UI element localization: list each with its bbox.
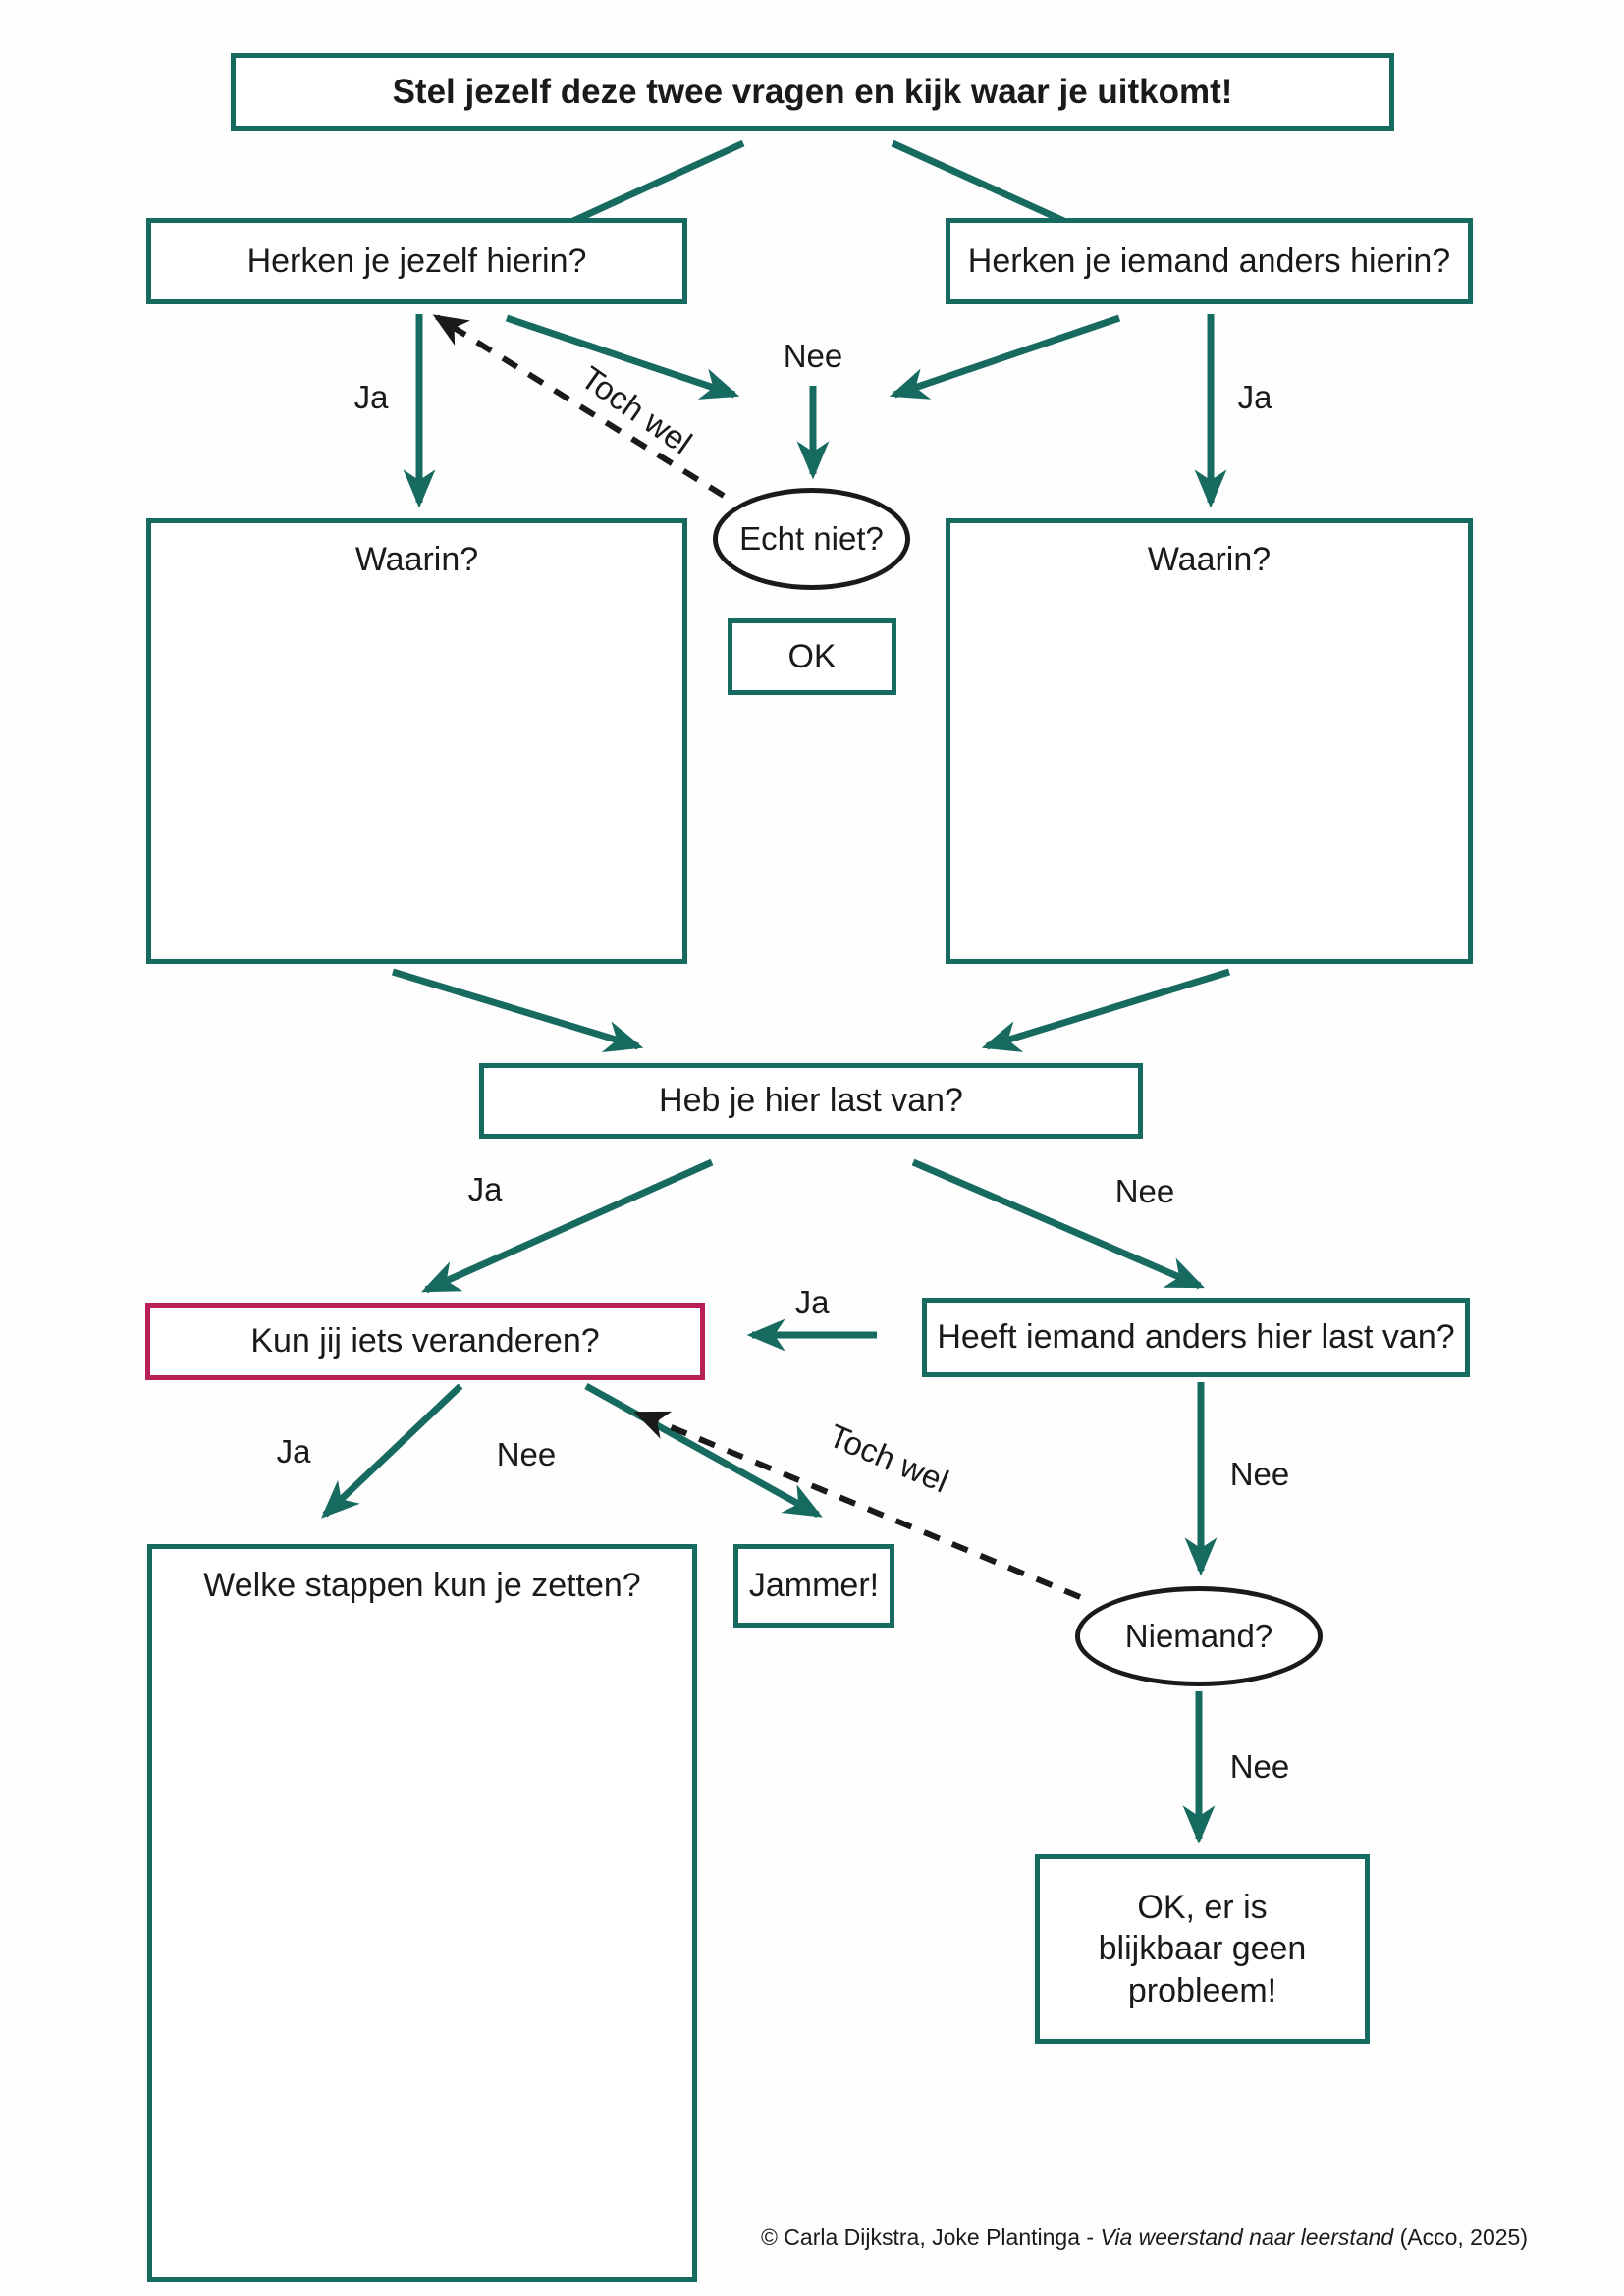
arrow-other-to-nee — [889, 314, 1121, 400]
label-ja-right-top: Ja — [1237, 379, 1272, 415]
label-toch-wel-top: Toch wel — [574, 358, 699, 461]
niemand-ellipse: Niemand? — [1075, 1586, 1323, 1686]
geen-probleem-box: OK, er is blijkbaar geen probleem! — [1035, 1854, 1370, 2044]
jammer-box: Jammer! — [733, 1544, 894, 1628]
label-ja-left-top: Ja — [353, 379, 389, 415]
ok-text: OK — [787, 637, 837, 675]
stappen-text: Welke stappen kun je zetten? — [203, 1567, 641, 1604]
label-nee-right-2: Nee — [1229, 1748, 1290, 1785]
stappen-box: Welke stappen kun je zetten? — [147, 1544, 697, 2282]
question-other-box: Herken je iemand anders hierin? — [946, 218, 1473, 304]
arrow-tochwel-to-self — [432, 314, 726, 499]
label-nee-mid-right: Nee — [1114, 1173, 1175, 1209]
arrow-waarinleft-to-last — [391, 968, 644, 1052]
jammer-text: Jammer! — [748, 1567, 880, 1605]
waarin-right-box: Waarin? — [946, 518, 1473, 964]
last-van-text: Heb je hier last van? — [659, 1082, 963, 1120]
title-box: Stel jezelf deze twee vragen en kijk waa… — [231, 53, 1394, 131]
arrow-veranderen-ja-to-stappen — [321, 1383, 463, 1519]
waarin-left-box: Waarin? — [146, 518, 687, 964]
geen-probleem-line2: blijkbaar geen — [1098, 1930, 1307, 1968]
ander-last-text: Heeft iemand anders hier last van? — [937, 1318, 1455, 1357]
label-nee-top: Nee — [783, 338, 843, 374]
label-nee-bottom: Nee — [496, 1436, 557, 1472]
question-other-text: Herken je iemand anders hierin? — [967, 241, 1451, 280]
footer-pre: © Carla Dijkstra, Joke Plantinga - — [760, 2224, 1101, 2250]
label-ja-horizontal: Ja — [794, 1284, 830, 1320]
waarin-left-text: Waarin? — [354, 541, 479, 578]
waarin-right-text: Waarin? — [1147, 541, 1272, 578]
label-ja-mid-left: Ja — [467, 1171, 503, 1207]
geen-probleem-line3: probleem! — [1127, 1971, 1277, 2009]
footer-book-title: Via weerstand naar leerstand — [1100, 2224, 1394, 2250]
veranderen-box: Kun jij iets veranderen? — [145, 1303, 705, 1380]
label-nee-right-1: Nee — [1229, 1456, 1290, 1492]
echt-niet-ellipse: Echt niet? — [713, 488, 910, 590]
last-van-box: Heb je hier last van? — [479, 1063, 1143, 1139]
label-toch-wel-bottom: Toch wel — [823, 1416, 954, 1500]
footer-credit: © Carla Dijkstra, Joke Plantinga - Via w… — [589, 2224, 1528, 2251]
niemand-text: Niemand? — [1124, 1618, 1273, 1654]
question-self-text: Herken je jezelf hierin? — [246, 241, 587, 280]
arrow-veranderen-nee-to-jammer — [584, 1382, 823, 1519]
veranderen-text: Kun jij iets veranderen? — [250, 1322, 600, 1361]
title-text: Stel jezelf deze twee vragen en kijk waa… — [392, 72, 1233, 111]
question-self-box: Herken je jezelf hierin? — [146, 218, 687, 304]
footer-post: (Acco, 2025) — [1393, 2224, 1528, 2250]
arrow-waarinright-to-last — [981, 968, 1231, 1052]
ok-box: OK — [728, 618, 896, 695]
echt-niet-text: Echt niet? — [739, 520, 884, 557]
ander-last-box: Heeft iemand anders hier last van? — [922, 1298, 1470, 1377]
label-ja-bottom: Ja — [276, 1433, 311, 1469]
geen-probleem-line1: OK, er is — [1137, 1888, 1268, 1926]
